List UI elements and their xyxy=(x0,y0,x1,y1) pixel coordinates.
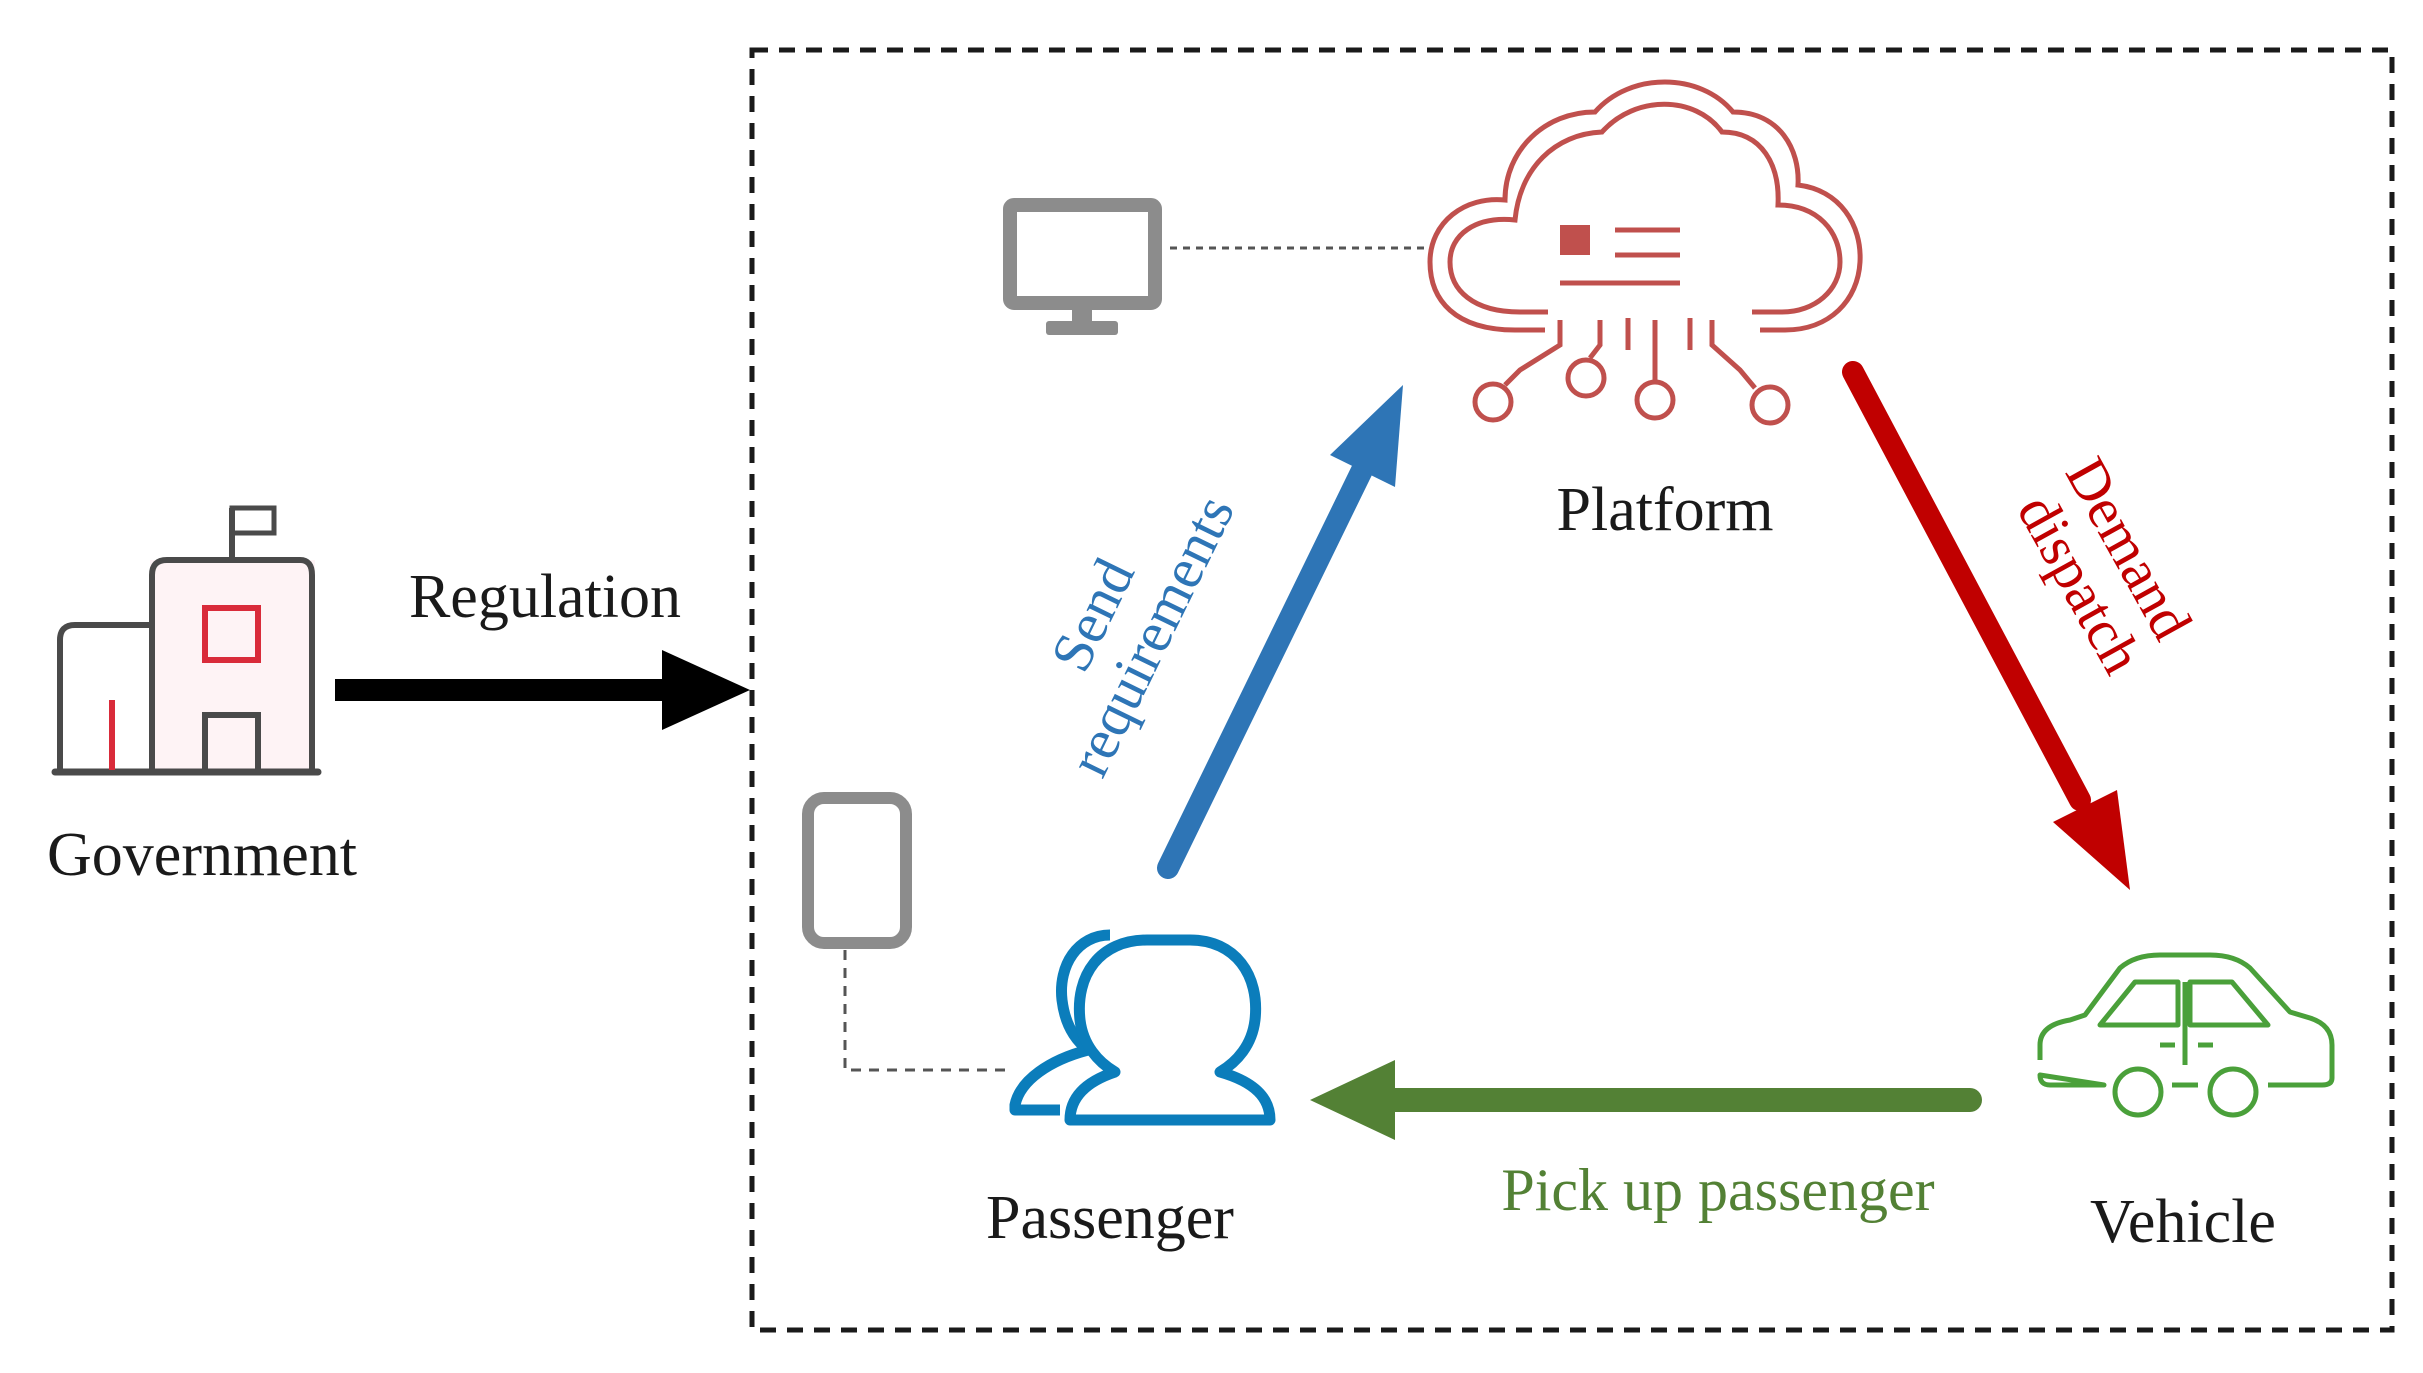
platform-label: Platform xyxy=(1557,476,1774,544)
users-icon xyxy=(1009,929,1276,1126)
vehicle-label: Vehicle xyxy=(2090,1188,2276,1256)
system-boundary xyxy=(749,47,2395,1333)
government-building-icon xyxy=(51,505,322,776)
send-requirements-label: Send requirements xyxy=(1000,458,1247,786)
car-icon xyxy=(2037,952,2335,1118)
pick-up-arrow xyxy=(1310,1060,1982,1140)
demand-dispatch-label: Demand dispatch xyxy=(2001,447,2213,692)
monitor-icon xyxy=(1003,198,1162,335)
government-label: Government xyxy=(47,821,357,889)
send-requirements-arrow xyxy=(1157,385,1403,879)
regulation-arrow xyxy=(335,650,750,730)
pick-up-label: Pick up passenger xyxy=(1501,1157,1934,1223)
regulation-label: Regulation xyxy=(409,563,681,631)
phone-connector xyxy=(843,950,1005,1072)
cloud-platform-icon xyxy=(1427,79,1863,426)
demand-dispatch-arrow xyxy=(1842,361,2130,890)
smartphone-icon xyxy=(802,792,912,949)
passenger-label: Passenger xyxy=(986,1184,1234,1252)
